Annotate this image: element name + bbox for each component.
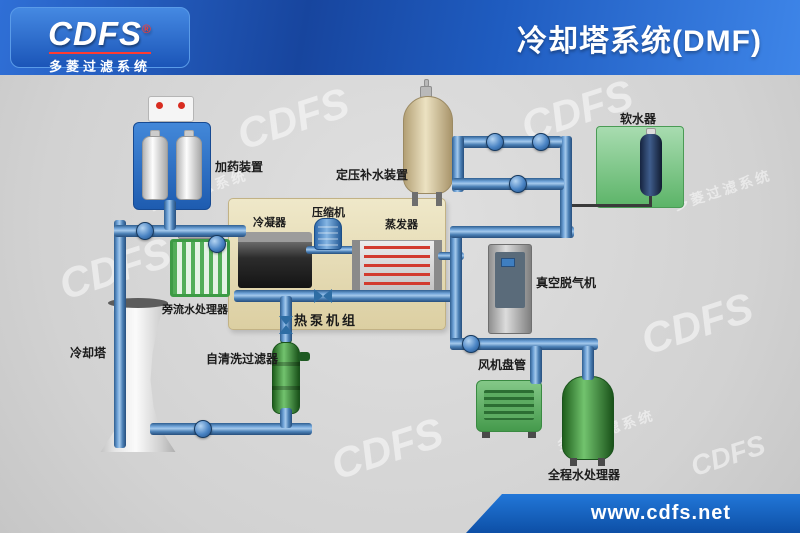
fan-coil-slats bbox=[484, 390, 534, 420]
label-fan-coil: 风机盘管 bbox=[478, 358, 527, 372]
softener-hose bbox=[572, 204, 652, 207]
pump-icon bbox=[486, 133, 504, 151]
brand-logo: CDFS® 多菱过滤系统 bbox=[10, 7, 190, 74]
label-full-range-processor: 全程水处理器 bbox=[548, 468, 621, 482]
makeup-water-tank bbox=[403, 96, 453, 194]
tank-leg bbox=[436, 192, 442, 206]
indicator-light bbox=[178, 102, 185, 109]
pipe-segment bbox=[150, 423, 312, 435]
pipe-segment bbox=[114, 225, 246, 237]
pump-icon bbox=[136, 222, 154, 240]
pipe-segment bbox=[452, 178, 564, 190]
pipe-segment bbox=[530, 346, 542, 384]
label-sidestream-processor: 旁流水处理器 bbox=[162, 304, 228, 316]
pipe-segment bbox=[560, 136, 572, 238]
watermark-text: CDFS bbox=[686, 429, 770, 483]
softener-tank bbox=[640, 134, 662, 196]
watermark-text: CDFS bbox=[635, 283, 759, 364]
label-condenser: 冷凝器 bbox=[253, 217, 286, 229]
pipe-segment bbox=[306, 246, 358, 254]
label-self-cleaning-filter: 自清洗过滤器 bbox=[206, 352, 279, 366]
diagram-canvas: CDFS CDFS CDFS CDFS CDFS CDFS 多菱过滤系统 多菱过… bbox=[0, 71, 800, 533]
compressor-graphic bbox=[314, 218, 342, 250]
indicator-light bbox=[156, 102, 163, 109]
softener-hose bbox=[649, 196, 652, 206]
label-cooling-tower: 冷却塔 bbox=[70, 346, 107, 360]
label-compressor: 压缩机 bbox=[312, 207, 345, 219]
cooling-tower-rim bbox=[108, 298, 168, 308]
pump-icon bbox=[208, 235, 226, 253]
watermark-subtext: 多菱过滤系统 bbox=[672, 166, 774, 214]
evaporator-coil bbox=[364, 246, 430, 288]
dosing-tank bbox=[142, 136, 168, 200]
watermark-text: CDFS bbox=[231, 78, 355, 159]
filter-side-port bbox=[298, 352, 310, 361]
degasser-screen bbox=[501, 258, 515, 267]
pipe-segment bbox=[114, 220, 126, 448]
pipe-segment bbox=[582, 346, 594, 380]
page-title: 冷却塔系统(DMF) bbox=[517, 24, 762, 58]
brand-subtitle: 多菱过滤系统 bbox=[48, 52, 151, 75]
valve-icon bbox=[279, 316, 293, 334]
pipe-segment bbox=[280, 408, 292, 428]
dosing-control-box bbox=[148, 96, 194, 122]
watermark-text: CDFS bbox=[325, 408, 449, 489]
label-heat-pump-unit: 热泵机组 bbox=[294, 313, 359, 328]
label-makeup-water-device: 定压补水装置 bbox=[336, 168, 409, 182]
tank-top-stem bbox=[424, 79, 429, 87]
pipe-segment bbox=[450, 226, 574, 238]
pipe-segment bbox=[164, 200, 176, 230]
full-range-processor-graphic bbox=[562, 376, 614, 460]
footer-ribbon: www.cdfs.net bbox=[466, 494, 800, 533]
pump-icon bbox=[532, 133, 550, 151]
self-cleaning-filter-graphic bbox=[272, 342, 300, 414]
pipe-segment bbox=[450, 226, 462, 350]
pipe-segment bbox=[450, 338, 598, 350]
label-evaporator: 蒸发器 bbox=[385, 219, 418, 231]
pipe-segment bbox=[234, 290, 462, 302]
pump-icon bbox=[194, 420, 212, 438]
dosing-tank bbox=[176, 136, 202, 200]
evaporator-end-cap bbox=[352, 240, 360, 294]
label-water-softener: 软水器 bbox=[620, 112, 657, 126]
processor-leg bbox=[570, 458, 577, 466]
condenser-top bbox=[238, 232, 312, 242]
pump-icon bbox=[509, 175, 527, 193]
filter-band bbox=[272, 362, 300, 366]
valve-icon bbox=[314, 289, 332, 303]
tank-leg bbox=[412, 192, 418, 206]
registered-trademark-icon: ® bbox=[142, 22, 152, 36]
pump-icon bbox=[462, 335, 480, 353]
website-url: www.cdfs.net bbox=[590, 502, 732, 524]
label-dosing-device: 加药装置 bbox=[215, 160, 264, 174]
evaporator-end-cap bbox=[434, 240, 442, 294]
processor-leg bbox=[598, 458, 605, 466]
filter-band bbox=[272, 386, 300, 390]
fan-coil-foot bbox=[482, 432, 490, 438]
brand-text: CDFS bbox=[48, 15, 142, 52]
brand-name: CDFS® bbox=[11, 12, 189, 51]
condenser-graphic bbox=[238, 242, 312, 288]
header-bar: CDFS® 多菱过滤系统 冷却塔系统(DMF) bbox=[0, 0, 800, 75]
fan-coil-foot bbox=[528, 432, 536, 438]
label-vacuum-degasser: 真空脱气机 bbox=[536, 276, 597, 290]
